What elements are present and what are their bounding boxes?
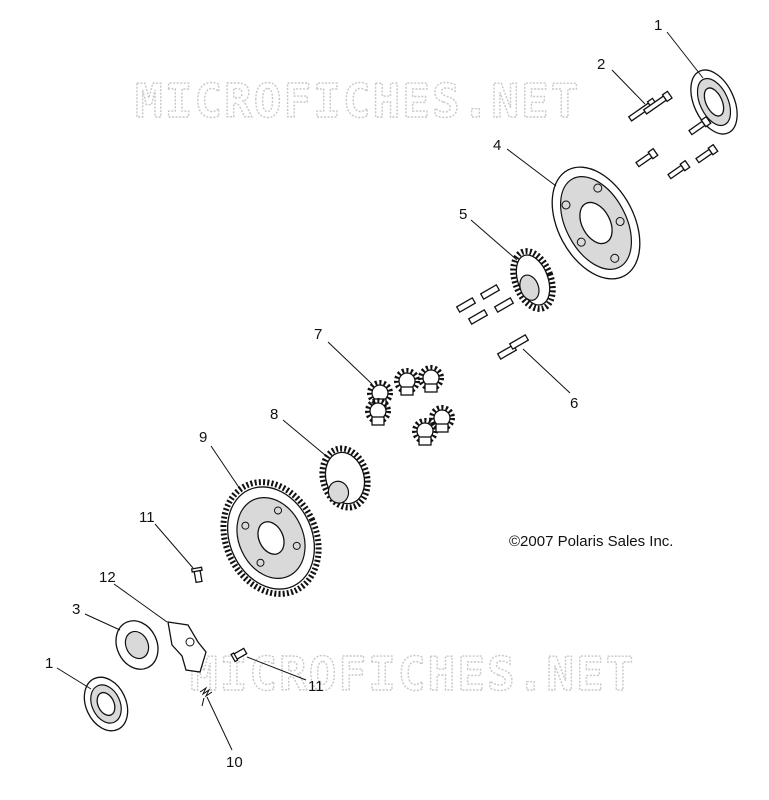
callout-6: 6 xyxy=(570,395,578,412)
part-5-gear xyxy=(510,248,556,312)
callout-5: 5 xyxy=(459,206,467,223)
pins-upper xyxy=(455,284,515,325)
part-1-seal-bottom xyxy=(83,676,129,732)
callout-11-right: 11 xyxy=(308,678,324,695)
callout-1-bottom: 1 xyxy=(45,655,53,672)
callout-2: 2 xyxy=(597,56,605,73)
part-4-housing-cover xyxy=(551,166,641,280)
part-3-washer xyxy=(115,620,159,670)
watermark-bottom: MICROFICHES.NET xyxy=(190,647,635,701)
callout-1-top: 1 xyxy=(654,17,662,34)
callout-10: 10 xyxy=(226,754,243,771)
part-8-side-gear xyxy=(319,445,371,511)
part-1-seal-top xyxy=(690,69,738,135)
callout-4: 4 xyxy=(493,137,501,154)
part-11-bolt-left xyxy=(190,566,203,584)
copyright-text: ©2007 Polaris Sales Inc. xyxy=(509,533,673,550)
watermark-top: MICROFICHES.NET xyxy=(135,74,580,128)
part-7-pinion-gears xyxy=(365,365,455,446)
part-12-shift-fork xyxy=(167,621,207,673)
part-2-bolts xyxy=(627,90,719,180)
callout-12: 12 xyxy=(99,569,116,586)
leader-lines xyxy=(56,31,704,751)
part-9-ring-gear xyxy=(220,479,322,597)
part-11-bolt-right xyxy=(230,647,248,663)
callout-9: 9 xyxy=(199,429,207,446)
part-10-spring xyxy=(199,686,213,707)
callout-7: 7 xyxy=(314,326,322,343)
part-6-pins xyxy=(496,334,530,360)
callout-3: 3 xyxy=(72,601,80,618)
callout-11-left: 11 xyxy=(139,509,155,526)
callout-8: 8 xyxy=(270,406,278,423)
